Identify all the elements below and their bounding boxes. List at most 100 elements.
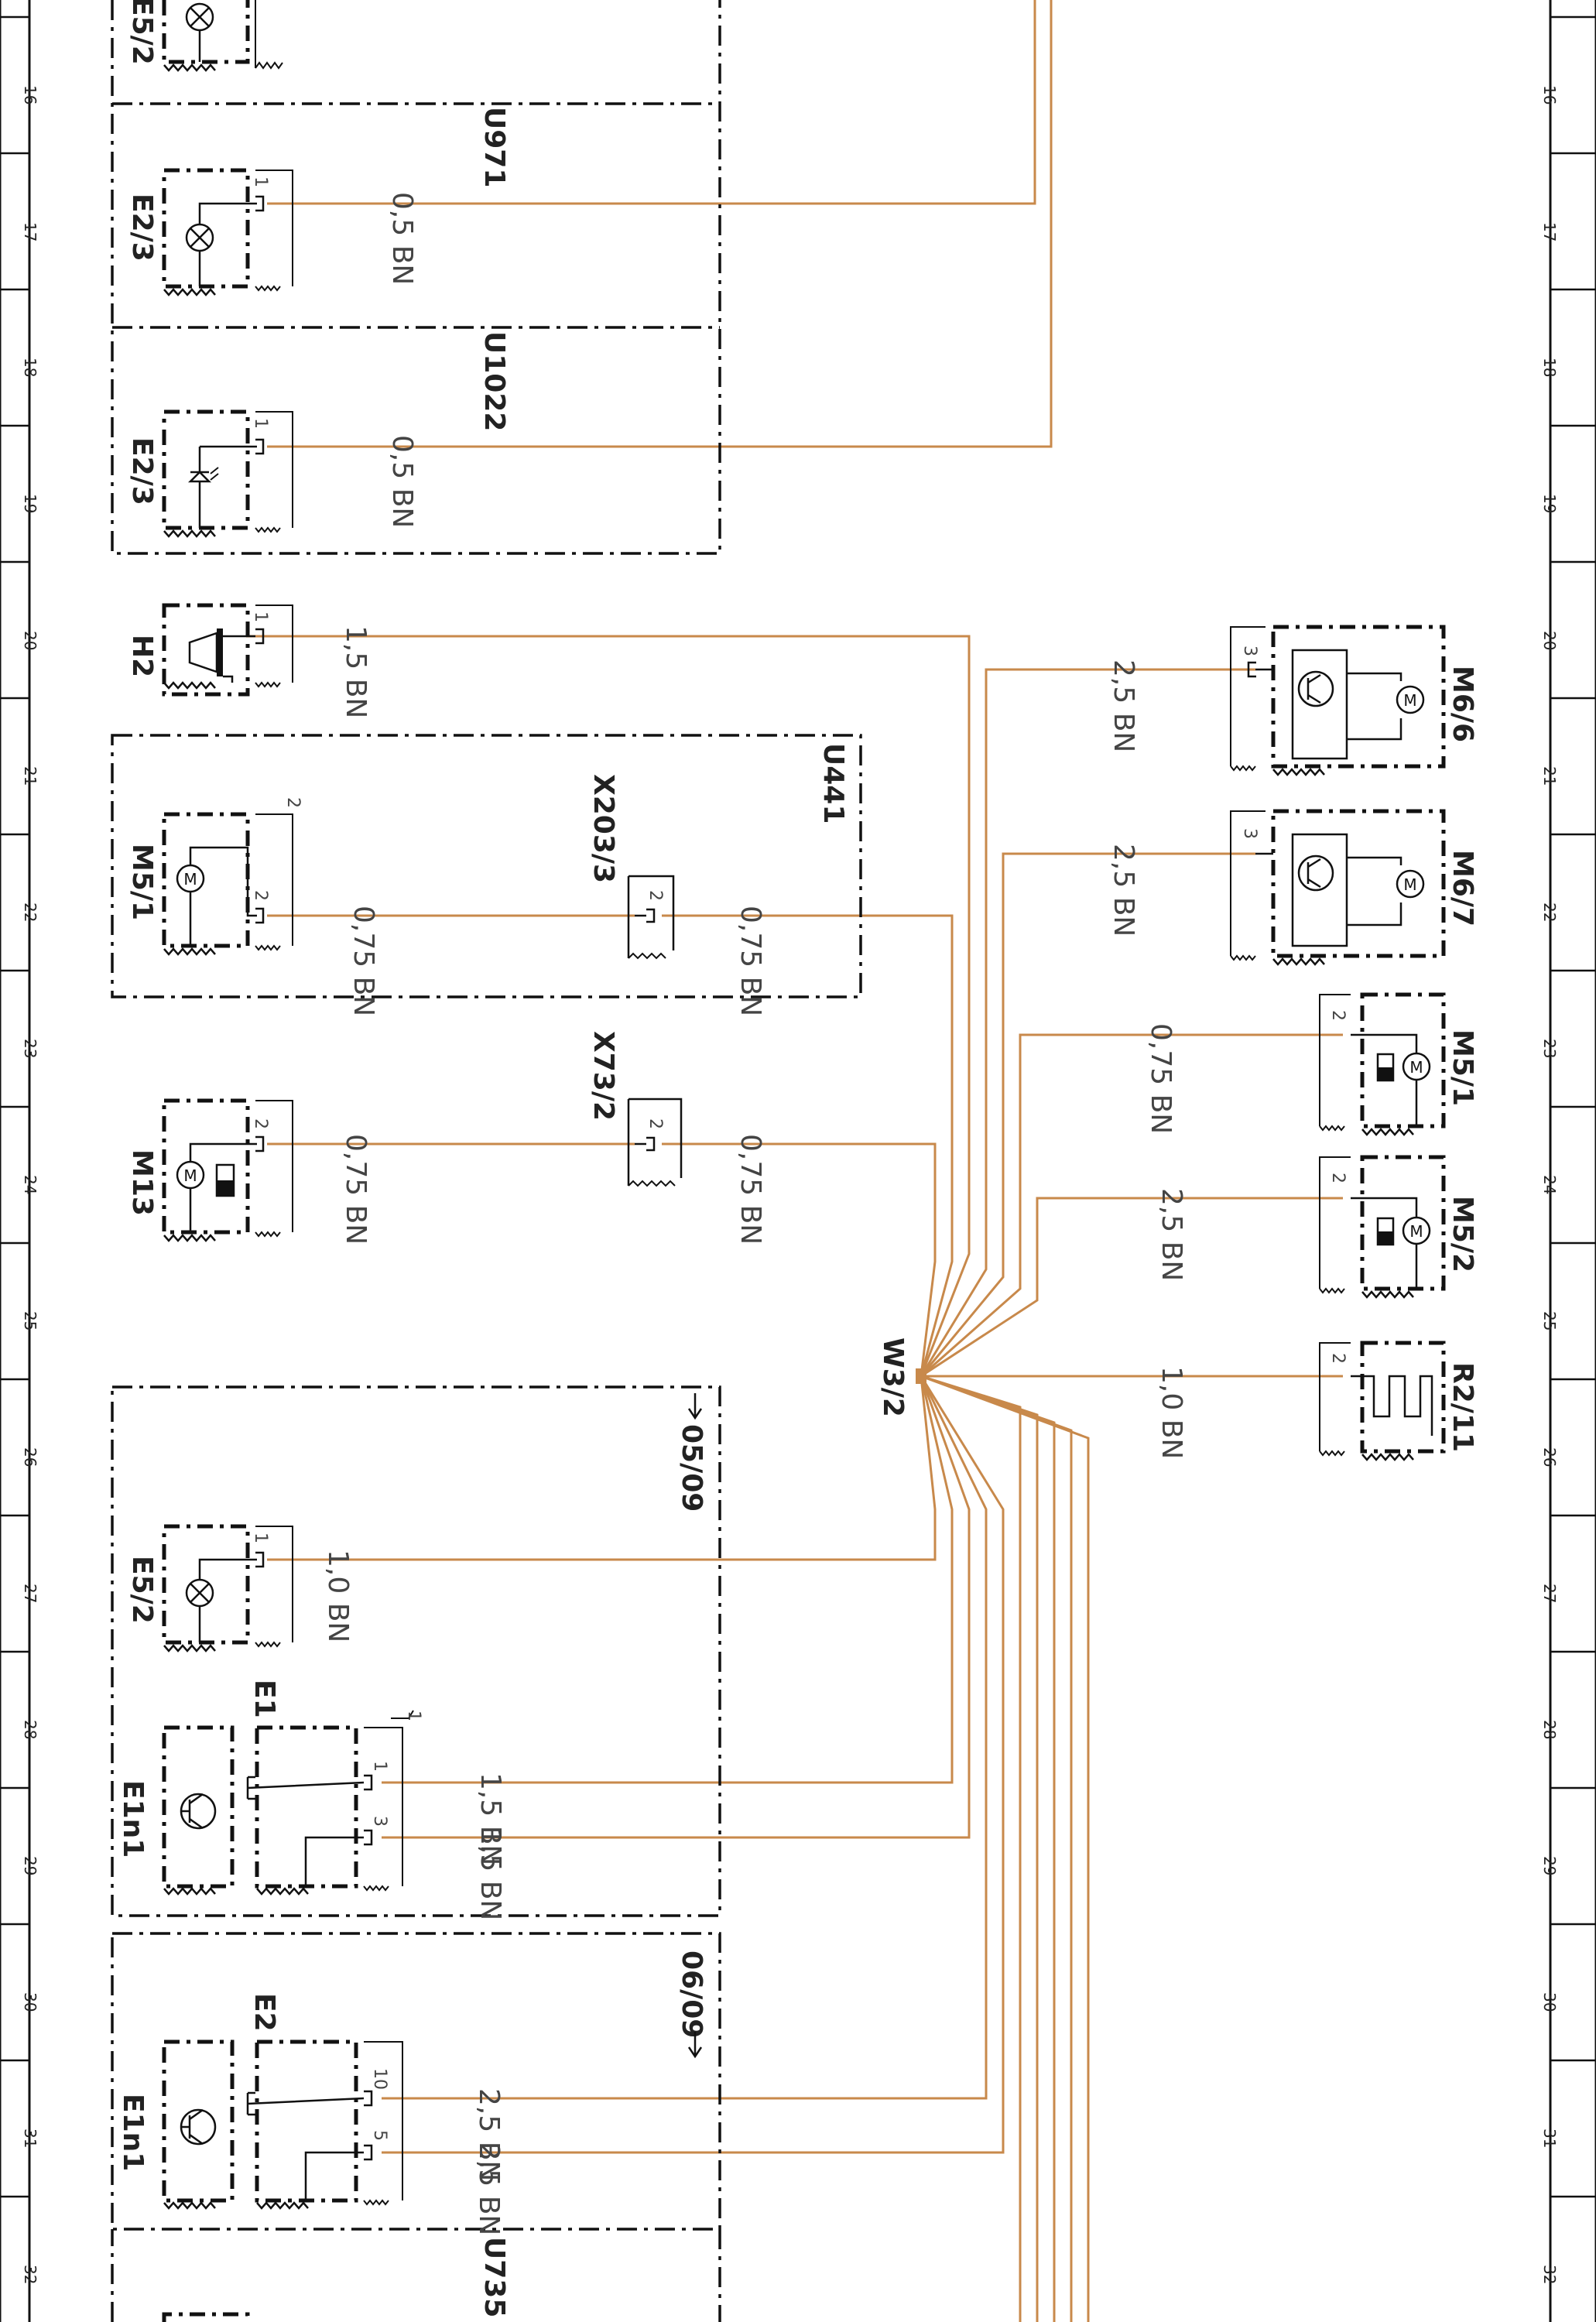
wire-e5-2 [267, 1375, 937, 1561]
wire-label: 2,5 BN [473, 2142, 505, 2235]
wire-x203-3 [662, 914, 954, 1377]
row-number: 32 [1540, 2265, 1559, 2284]
chassis-ground-icon [163, 947, 217, 956]
row-numbers-right: 16 17 18 19 20 21 22 23 24 25 26 27 28 2… [1540, 85, 1559, 2284]
pin-number: 10 [370, 2068, 389, 2090]
chassis-ground-icon [163, 288, 217, 296]
row-number: 30 [1540, 1992, 1559, 2012]
component-e2-3-b: 1 E2/3 0,5 BN [126, 409, 418, 538]
wire-bottom-continuation [920, 1375, 1090, 2322]
lamp-cross-icon [185, 2, 214, 32]
row-number: 26 [1540, 1447, 1559, 1467]
wire-label: 1,5 BN [474, 1772, 506, 1865]
row-number: 21 [1540, 766, 1559, 786]
chassis-ground-icon [1272, 768, 1326, 776]
component-label: E1n1 [117, 1780, 149, 1858]
pin-number: 2 [646, 1118, 665, 1129]
wire-bottom-continuation [920, 1375, 1073, 2322]
wire-label: 0,75 BN [1145, 1023, 1176, 1134]
row-tick-marks [0, 15, 1596, 2198]
row-number: 30 [21, 1992, 39, 2012]
component-e2: 10 5 E2 2,5 BN 2,5 BN [246, 1993, 505, 2235]
chassis-ground-icon [1361, 1128, 1415, 1136]
wire-harness [246, 0, 1343, 2322]
component-label: H2 [126, 635, 158, 677]
wire-h2 [246, 635, 971, 1377]
component-m6-7: 3 M6/7 2,5 BN [1108, 809, 1478, 966]
row-number: 16 [1540, 85, 1559, 104]
splice-label: W3/2 [877, 1337, 909, 1417]
wire-label: 0,75 BN [348, 906, 379, 1016]
connector-x73-2: 2 X73/2 0,75 BN [587, 1031, 766, 1245]
component-m5-1-right: 2 M5/1 0,75 BN [1145, 992, 1478, 1136]
pin-number: 5 [370, 2130, 389, 2141]
component-label: E2/3 [126, 194, 158, 262]
pin-number: 2 [251, 1118, 270, 1129]
row-numbers-left: 16 17 18 19 20 21 22 23 24 25 26 27 28 2… [21, 85, 39, 2284]
component-m5-2-right: 2 M5/2 2,5 BN [1156, 1155, 1478, 1299]
component-m13: 2 M13 0,75 BN [126, 1098, 372, 1245]
variant-label-u1022: U1022 [478, 331, 510, 431]
arrow-06-09 [687, 2032, 703, 2059]
horn-speaker-icon [188, 628, 236, 683]
wire-label: 0,5 BN [386, 435, 418, 528]
component-label: E5/2 [126, 1556, 158, 1624]
component-h2: 1 H2 1,5 BN [126, 603, 372, 718]
wire-label: 1,0 BN [322, 1550, 354, 1642]
transistor-circle-icon [1297, 854, 1334, 892]
splice-w3-2: W3/2 [877, 1337, 926, 1417]
row-number: 25 [1540, 1311, 1559, 1331]
transistor-circle-icon [1297, 670, 1334, 707]
row-number: 26 [21, 1447, 39, 1467]
component-label: M13 [126, 1149, 158, 1216]
component-label: E5/2 [126, 0, 158, 65]
motor-M-icon [1396, 685, 1425, 714]
chassis-ground-icon [163, 1644, 217, 1652]
component-e5-2-top: E5/2 [126, 0, 283, 72]
component-label: X73/2 [587, 1031, 619, 1121]
wire-e2-pin5 [382, 1375, 1005, 2154]
transistor-circle-icon [180, 1793, 217, 1830]
row-number: 31 [1540, 2128, 1559, 2148]
wire-e1-pin3 [382, 1375, 971, 1839]
component-label: M6/7 [1447, 850, 1478, 926]
wire-label: 1,5 BN [340, 625, 372, 718]
component-label: E1 [248, 1680, 280, 1718]
component-label: M6/6 [1447, 666, 1478, 742]
variant-boxes: U971 U1022 U441 05/09 06/09 U735 [111, 0, 862, 2322]
component-e5-2: 1 E5/2 1,0 BN [126, 1524, 354, 1652]
u735-partial-component [162, 2312, 250, 2322]
wire-label: 2,5 BN [1108, 844, 1139, 937]
row-number: 17 [21, 222, 39, 241]
row-number: 20 [1540, 631, 1559, 650]
row-number: 16 [21, 85, 39, 104]
component-r2-11: 2 R2/11 1,0 BN [1156, 1341, 1478, 1461]
component-e2-3-a: 1 E2/3 0,5 BN [126, 168, 418, 296]
wire-m6-6 [920, 668, 1255, 1377]
row-number: 19 [21, 494, 39, 513]
led-diode-icon [187, 447, 219, 528]
row-number: 29 [21, 1856, 39, 1875]
lamp-cross-icon [185, 1578, 214, 1608]
row-number: 28 [21, 1720, 39, 1739]
component-m6-6: 3 M6/6 2,5 BN [1108, 625, 1478, 776]
motor-M-icon [1402, 1216, 1431, 1245]
wire-label: 0,5 BN [386, 192, 418, 285]
row-number: 24 [21, 1175, 39, 1194]
heating-element-icon [1351, 1375, 1433, 1436]
wire-m5-2-right [920, 1197, 1343, 1378]
row-number: 25 [21, 1311, 39, 1331]
component-label: M5/1 [126, 844, 158, 920]
component-label: R2/11 [1447, 1362, 1478, 1452]
row-number: 23 [21, 1039, 39, 1058]
wire-m6-7 [920, 852, 1255, 1377]
wire-e2-pin10 [382, 1375, 988, 2100]
pin-number: 1 [251, 418, 270, 429]
pin-number: 2 [1328, 1010, 1348, 1021]
component-m5-1-left: 2 2 M5/1 0,75 BN [126, 797, 379, 1016]
row-number: 27 [21, 1584, 39, 1603]
component-label: M5/2 [1447, 1196, 1478, 1272]
row-number: 19 [1540, 494, 1559, 513]
